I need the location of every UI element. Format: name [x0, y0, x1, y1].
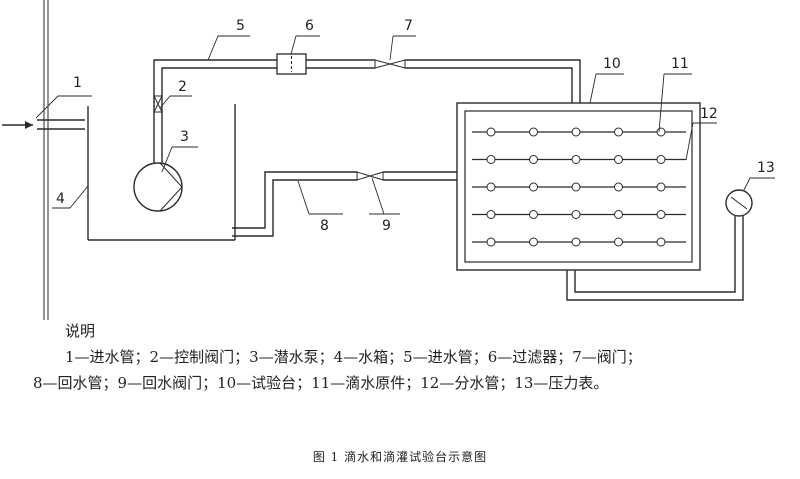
- label-2: 2: [178, 79, 187, 95]
- water-tank: [87, 104, 236, 241]
- drip-emitter: [614, 237, 623, 247]
- drip-emitter: [486, 127, 496, 137]
- filter: [276, 53, 307, 75]
- test-bench-diagram: 1 2 3 4 5 6 7 8 9 10 11 12 13: [2, 0, 775, 320]
- drip-emitter: [614, 127, 623, 137]
- label-1: 1: [73, 75, 82, 91]
- drip-emitter: [529, 127, 538, 137]
- drip-emitter: [529, 155, 538, 164]
- drip-emitter: [614, 210, 623, 219]
- label-12: 12: [700, 106, 718, 122]
- drip-emitter: [486, 182, 496, 192]
- page-margin-lines: [43, 0, 49, 320]
- label-11: 11: [671, 56, 689, 72]
- label-8: 8: [320, 218, 329, 234]
- valve: [374, 59, 406, 69]
- drip-emitter: [486, 155, 496, 164]
- inlet-pipe-5: [153, 59, 581, 163]
- drip-emitter: [486, 210, 496, 219]
- test-bench: [456, 102, 701, 271]
- control-valve: [153, 95, 163, 113]
- label-5: 5: [236, 18, 245, 34]
- drip-emitter: [656, 182, 666, 192]
- return-pipe: [232, 171, 457, 237]
- drip-emitter: [529, 210, 538, 219]
- inlet-arrow-icon: [25, 121, 33, 129]
- drip-emitter: [486, 237, 496, 247]
- inlet-pipe: [2, 119, 85, 130]
- gauge-pipe: [566, 216, 744, 301]
- drip-emitter: [614, 182, 623, 192]
- label-9: 9: [382, 218, 391, 234]
- return-valve: [356, 171, 384, 181]
- drip-emitter: [614, 155, 623, 164]
- figure-caption: 图 1 滴水和滴灌试验台示意图: [312, 450, 488, 464]
- legend-title: 说明: [65, 322, 96, 340]
- emitter-grid: [472, 127, 686, 247]
- label-3: 3: [180, 129, 189, 145]
- drip-emitter: [656, 237, 666, 247]
- drip-emitter: [571, 182, 581, 192]
- drip-emitter: [529, 182, 538, 192]
- drip-emitter: [571, 210, 581, 219]
- leader-lines: [35, 35, 775, 215]
- drip-emitter: [571, 127, 581, 137]
- label-4: 4: [56, 191, 65, 207]
- pressure-gauge: [725, 189, 753, 217]
- label-13: 13: [757, 160, 775, 176]
- drip-emitter: [571, 237, 581, 247]
- drip-emitter: [656, 127, 666, 137]
- submersible-pump: [133, 162, 183, 212]
- label-6: 6: [305, 18, 314, 34]
- label-10: 10: [603, 56, 621, 72]
- drip-emitter: [656, 155, 666, 164]
- drip-emitter: [656, 210, 666, 219]
- drip-emitter: [571, 155, 581, 164]
- drip-emitter: [529, 237, 538, 247]
- legend-line-1: 1—进水管；2—控制阀门；3—潜水泵；4—水箱；5—进水管；6—过滤器；7—阀门…: [65, 348, 642, 366]
- label-7: 7: [404, 18, 413, 34]
- legend-line-2: 8—回水管；9—回水阀门；10—试验台；11—滴水原件；12—分水管；13—压力…: [33, 374, 609, 392]
